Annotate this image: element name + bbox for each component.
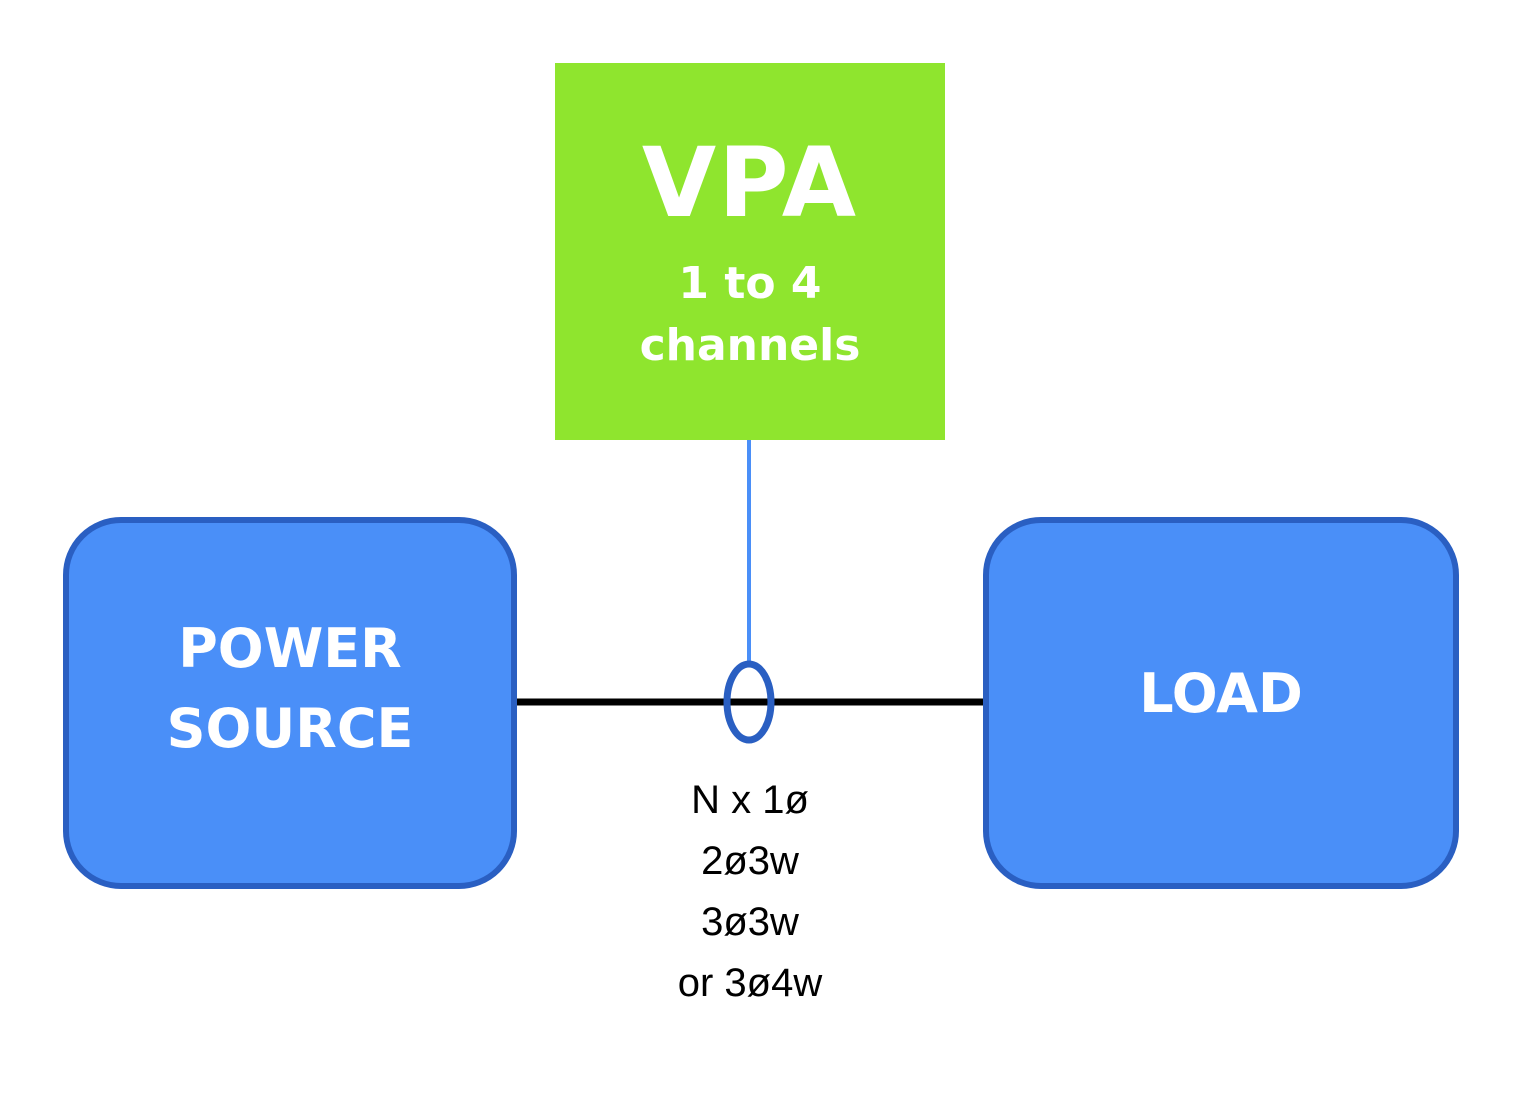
power-source-label: POWER SOURCE bbox=[167, 609, 414, 769]
vpa-channels-line2: channels bbox=[639, 320, 861, 371]
vpa-channels-line1: 1 to 4 bbox=[678, 258, 822, 309]
vpa-channels: 1 to 4 channels bbox=[640, 253, 861, 377]
vpa-title: VPA bbox=[641, 127, 859, 239]
load-label: LOAD bbox=[1139, 662, 1303, 725]
wiring-options: N x 1ø 2ø3w 3ø3w or 3ø4w bbox=[600, 770, 900, 1014]
power-source-line2: SOURCE bbox=[166, 697, 414, 760]
wiring-option: 2ø3w bbox=[701, 839, 799, 883]
power-source-block: POWER SOURCE bbox=[63, 517, 517, 889]
load-block: LOAD bbox=[983, 517, 1459, 889]
wiring-option: 3ø3w bbox=[701, 900, 799, 944]
current-sensor-ring-icon bbox=[723, 660, 775, 744]
power-source-line1: POWER bbox=[178, 617, 402, 680]
vpa-block: VPA 1 to 4 channels bbox=[555, 63, 945, 440]
wiring-option: N x 1ø bbox=[691, 778, 809, 822]
wiring-option: or 3ø4w bbox=[677, 961, 823, 1005]
